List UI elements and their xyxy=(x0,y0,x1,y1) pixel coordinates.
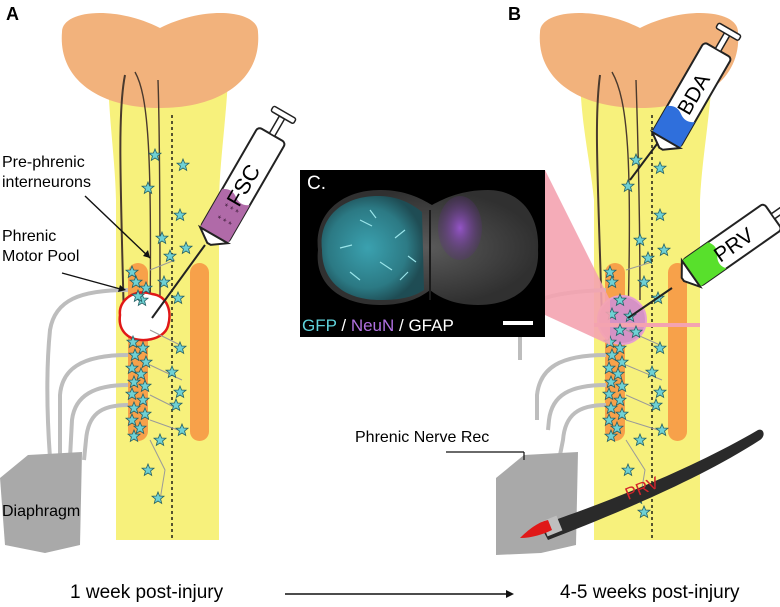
timepoint-b: 4-5 weeks post-injury xyxy=(560,582,740,603)
panel-a-pointers xyxy=(61,195,151,292)
panel-c-micrograph xyxy=(300,170,610,345)
fsc-syringe: * * * * * * FSC xyxy=(151,105,297,319)
stain-neun: NeuN xyxy=(350,316,395,335)
phrenic-nerve-rec-label: Phrenic Nerve Rec xyxy=(355,429,490,446)
timeline-arrow xyxy=(285,590,514,598)
stain-gfap: GFAP xyxy=(408,316,454,335)
timepoint-a: 1 week post-injury xyxy=(70,582,224,603)
panel-a-cord xyxy=(0,12,259,553)
panel-c-letter: C. xyxy=(307,173,326,194)
motorpool-label-line1: Phrenic xyxy=(2,228,57,245)
stain-gfp: GFP xyxy=(302,316,337,335)
panel-b-letter: B xyxy=(508,4,521,24)
diaphragm-label: Diaphragm xyxy=(2,503,81,520)
motorpool-label-line2: Motor Pool xyxy=(2,248,80,265)
prephrenic-label-line2: interneurons xyxy=(2,174,91,191)
stain-sep-2: / xyxy=(394,316,409,335)
panel-a-letter: A xyxy=(6,4,19,24)
prephrenic-label-line1: Pre-phrenic xyxy=(2,154,85,171)
stain-legend: GFP / NeuN / GFAP xyxy=(302,316,454,336)
stain-sep-1: / xyxy=(336,316,351,335)
bda-syringe: BDA xyxy=(629,22,742,181)
nerve-rec-pointer xyxy=(446,451,525,460)
